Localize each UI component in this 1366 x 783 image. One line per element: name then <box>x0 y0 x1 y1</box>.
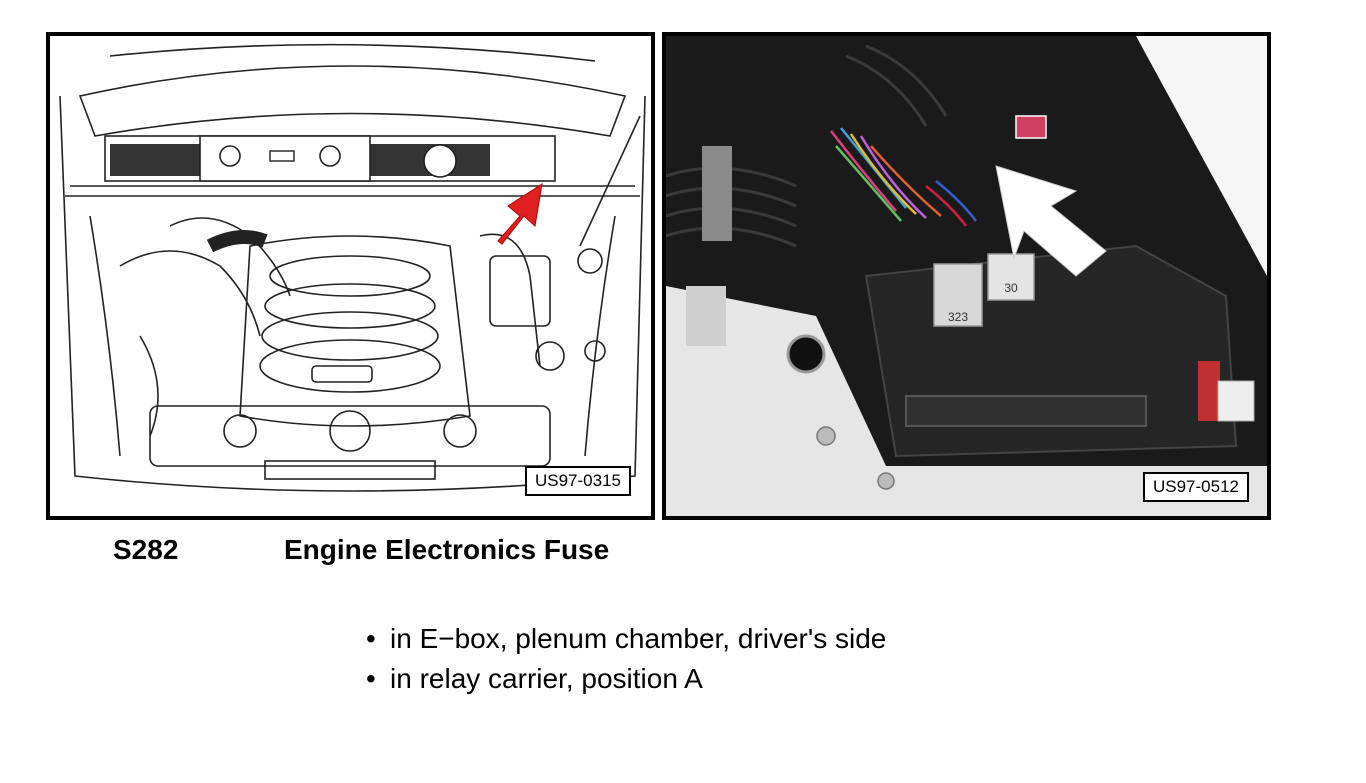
relay-label-30: 30 <box>1004 281 1018 295</box>
figure-code: US97-0512 <box>1142 472 1249 502</box>
location-text: in E−box, plenum chamber, driver's side <box>390 623 887 654</box>
engine-bay-drawing <box>59 43 646 492</box>
engine-bay-illustration: US97-0315 <box>46 32 655 520</box>
relay-carrier-photo: 323 30 US97-0512 <box>662 32 1271 520</box>
location-item: • in relay carrier, position A <box>366 659 886 699</box>
bullet-icon: • <box>366 623 376 654</box>
location-list: • in E−box, plenum chamber, driver's side… <box>366 619 886 699</box>
fuse-id: S282 <box>113 534 179 565</box>
relay-carrier-drawing: 323 30 <box>666 36 1267 516</box>
relay-label-323: 323 <box>948 310 968 324</box>
bullet-icon: • <box>366 663 376 694</box>
location-item: • in E−box, plenum chamber, driver's side <box>366 619 886 659</box>
location-text: in relay carrier, position A <box>390 663 703 694</box>
figure-code: US97-0315 <box>524 466 631 496</box>
fuse-name: Engine Electronics Fuse <box>284 534 610 565</box>
white-arrow-icon <box>995 165 1107 277</box>
red-arrow-icon <box>497 182 543 245</box>
